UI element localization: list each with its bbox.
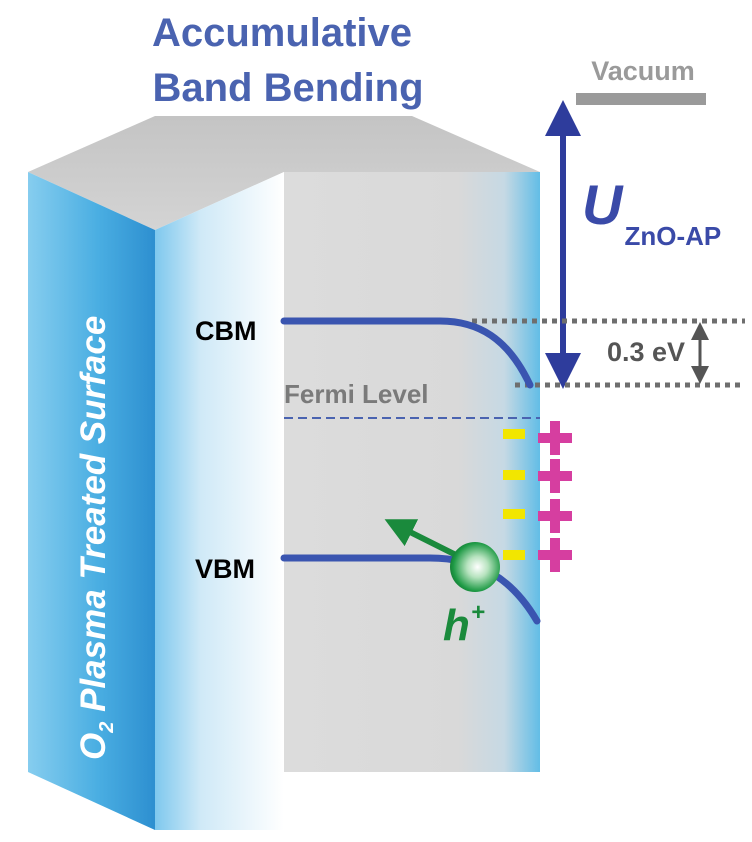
side-label: O2 Plasma Treated Surface bbox=[74, 316, 118, 760]
negative-charge bbox=[503, 550, 525, 560]
negative-charge bbox=[503, 470, 525, 480]
offset-label: 0.3 eV bbox=[607, 337, 685, 367]
diagram-title-line2: Band Bending bbox=[152, 66, 423, 110]
positive-charge bbox=[538, 538, 572, 572]
diagram-title-line1: Accumulative bbox=[152, 11, 412, 55]
negative-charge bbox=[503, 509, 525, 519]
vbm-label: VBM bbox=[195, 554, 255, 584]
positive-charge bbox=[538, 499, 572, 533]
negative-surface-charges bbox=[503, 429, 525, 560]
hole-particle bbox=[450, 542, 500, 592]
hole-label: h+ bbox=[443, 599, 485, 650]
cbm-label: CBM bbox=[195, 316, 257, 346]
fermi-level-label: Fermi Level bbox=[284, 379, 429, 409]
positive-surface-charges bbox=[538, 421, 572, 572]
vacuum-level-bar bbox=[576, 93, 706, 105]
positive-charge bbox=[538, 421, 572, 455]
vacuum-label: Vacuum bbox=[591, 56, 695, 86]
potential-label: UZnO-AP bbox=[582, 173, 721, 251]
positive-charge bbox=[538, 459, 572, 493]
conduction-band-curve bbox=[280, 317, 534, 389]
block-inner-face bbox=[155, 172, 284, 830]
bulk-gray-face bbox=[284, 172, 540, 772]
block-top-face bbox=[28, 116, 540, 230]
arrow-up-left-icon bbox=[384, 519, 464, 561]
treated-surface-face bbox=[28, 172, 155, 830]
negative-charge bbox=[503, 429, 525, 439]
